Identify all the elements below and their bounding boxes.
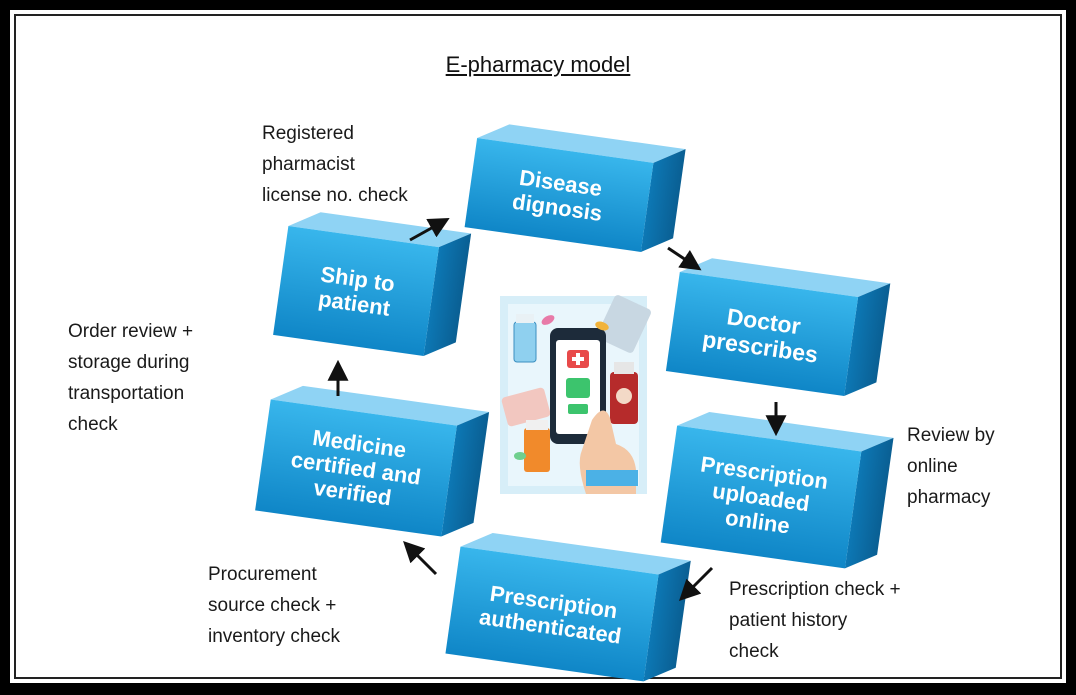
step-box-side: [441, 411, 490, 537]
step-box-side: [423, 233, 472, 357]
step-box-side: [643, 560, 691, 682]
step-box-top: [288, 212, 472, 248]
arrow-ship-to-disease: [409, 217, 450, 242]
step-box-top: [460, 532, 691, 575]
step-box-front: [445, 546, 659, 682]
arrow-upload-to-auth: [679, 566, 714, 601]
note-procurement: Procurement source check + inventory che…: [208, 564, 341, 647]
step-box-side: [844, 437, 894, 569]
step-box-front: [273, 225, 439, 357]
diagram-title: E-pharmacy model: [445, 52, 631, 77]
note-prescription-check: Prescription check + patient history che…: [729, 579, 901, 662]
note-order-review: Order review + storage during transporta…: [68, 321, 194, 435]
note-pharmacist-check: Registered pharmacist license no. check: [262, 123, 408, 206]
step-box-front: [255, 399, 457, 537]
step-box-top: [679, 258, 891, 298]
arrow-auth-to-medicine: [403, 541, 438, 576]
arrow-disease-to-doctor: [667, 246, 702, 271]
step-box-side: [844, 283, 891, 397]
note-review-online: Review by online pharmacy: [907, 425, 995, 508]
step-box-front: [660, 425, 862, 569]
step-box-front: [665, 271, 859, 397]
step-box-side: [640, 149, 686, 252]
step-box-top: [477, 124, 686, 163]
step-box-top: [270, 385, 490, 426]
step-box-front: [464, 138, 654, 252]
smartphone-pharmacy-illustration: [500, 295, 651, 494]
